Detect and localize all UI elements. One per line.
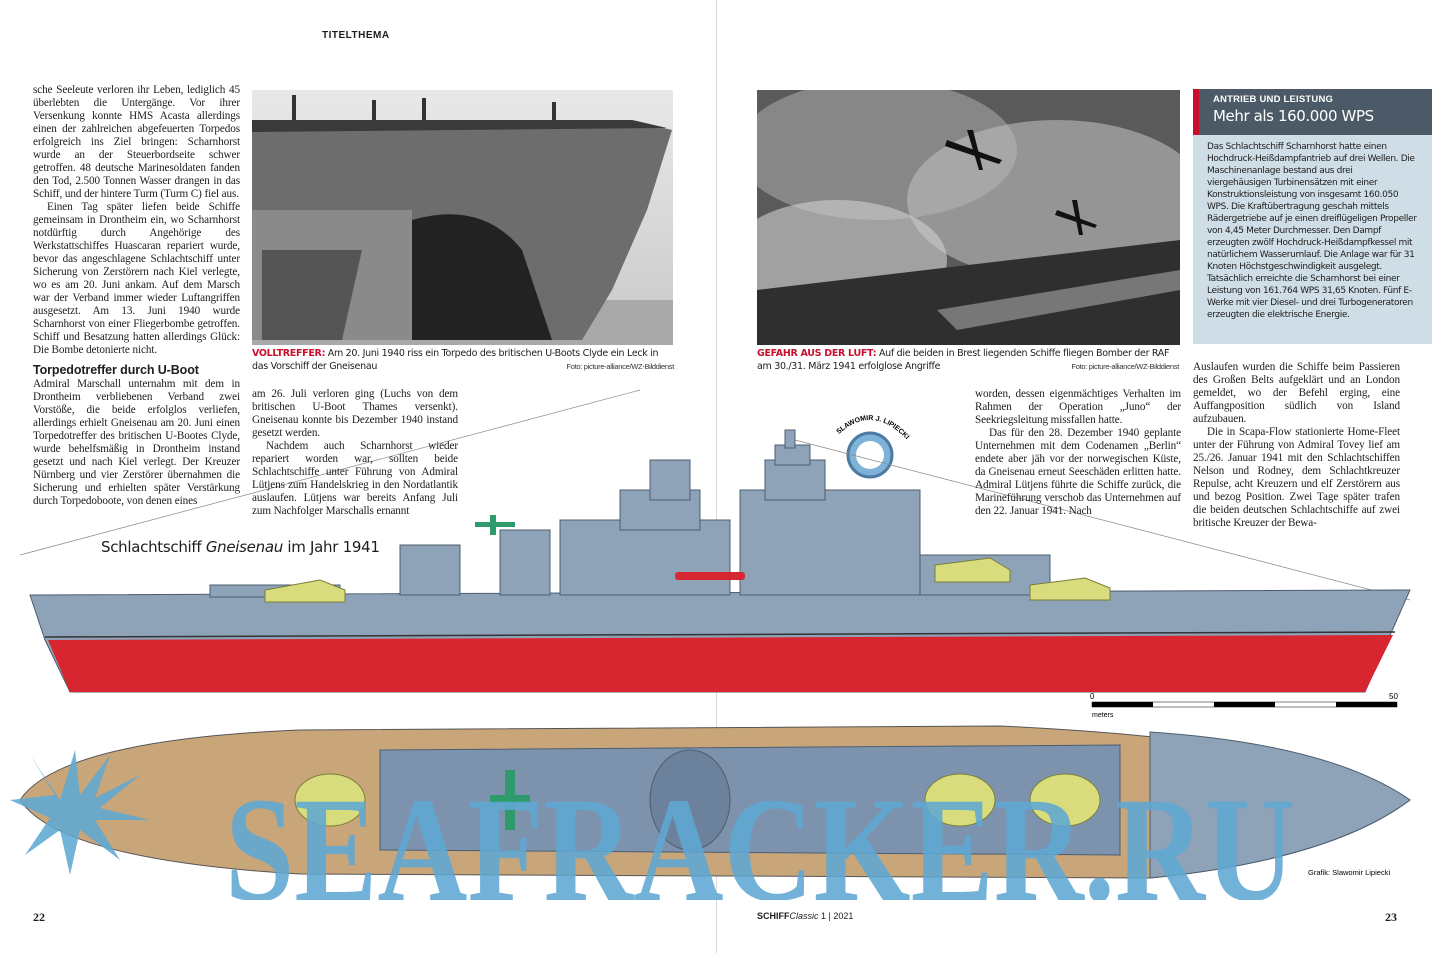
artist-seal: SLAWOMIR J. LIPIECKI xyxy=(835,415,910,479)
paragraph: Nachdem auch Scharnhorst wieder reparier… xyxy=(252,440,458,517)
graphic-caption: Schlachtschiff Gneisenau im Jahr 1941 xyxy=(101,538,380,556)
main-turrets-top xyxy=(294,773,1101,827)
photo-air-raid-brest xyxy=(757,90,1180,345)
info-box-kicker: ANTRIEB UND LEISTUNG xyxy=(1213,94,1334,105)
hull-antifouling xyxy=(48,635,1393,692)
caption-text: Am 20. Juni 1940 riss ein Torpedo des br… xyxy=(252,348,659,372)
ship-side-profile xyxy=(19,389,1411,693)
watermark: SEAFRACKER.RU xyxy=(10,750,1295,900)
photo-damaged-bow xyxy=(252,90,673,345)
photo-caption-2: GEFAHR AUS DER LUFT: Auf die beiden in B… xyxy=(757,348,1179,374)
caption-label: VOLLTREFFER: xyxy=(252,348,326,359)
page-number-left: 22 xyxy=(33,910,45,924)
caption-ship-name: Gneisenau xyxy=(205,538,283,556)
seaplane xyxy=(475,515,515,535)
scale-bar: 0 50 meters xyxy=(1090,692,1398,719)
page-fold xyxy=(716,0,717,953)
paragraph: sche Seeleute verloren ihr Leben, ledigl… xyxy=(33,84,240,200)
paragraph: am 26. Juli verloren ging (Luchs von dem… xyxy=(252,388,458,439)
info-box: ANTRIEB UND LEISTUNG Mehr als 160.000 WP… xyxy=(1193,89,1432,344)
magazine-footer: SCHIFFClassic 1 | 2021 xyxy=(757,911,853,921)
paragraph: Die in Scapa-Flow stationierte Home-Flee… xyxy=(1193,426,1400,529)
main-turrets xyxy=(264,557,1111,603)
paragraph: worden, dessen eigenmächtiges Verhalten … xyxy=(975,388,1181,426)
paragraph: Admiral Marschall unternahm mit dem in D… xyxy=(33,378,240,507)
subheading: Torpedotreffer durch U-Boot xyxy=(33,363,199,377)
photo-credit: Foto: picture-alliance/WZ-Bilddienst xyxy=(1067,362,1179,371)
caption-prefix: Schlachtschiff xyxy=(101,538,206,556)
page-number-right: 23 xyxy=(1385,910,1397,924)
photo-caption-1: VOLLTREFFER: Am 20. Juni 1940 riss ein T… xyxy=(252,348,674,374)
magazine-name-suffix: Classic xyxy=(789,911,819,921)
scale-unit: meters xyxy=(1092,712,1114,719)
info-box-header: ANTRIEB UND LEISTUNG Mehr als 160.000 WP… xyxy=(1193,89,1432,135)
scale-start: 0 xyxy=(1090,692,1095,701)
article-column-3: worden, dessen eigenmächtiges Verhalten … xyxy=(975,388,1181,518)
paragraph: Einen Tag später liefen beide Schiffe ge… xyxy=(33,201,240,356)
photo-credit: Foto: picture-alliance/WZ-Bilddienst xyxy=(562,362,674,371)
caption-label: GEFAHR AUS DER LUFT: xyxy=(757,348,877,359)
article-column-1: sche Seeleute verloren ihr Leben, ledigl… xyxy=(33,84,240,508)
caption-suffix: im Jahr 1941 xyxy=(282,538,380,556)
caption-text: Auf die beiden in Brest liegenden Schiff… xyxy=(757,348,1170,372)
paragraph: Das für den 28. Dezember 1940 geplante U… xyxy=(975,427,1181,517)
article-column-2: am 26. Juli verloren ging (Luchs von dem… xyxy=(252,388,458,518)
paragraph: Auslaufen wurden die Schiffe beim Passie… xyxy=(1193,361,1400,425)
issue: 1 | 2021 xyxy=(818,911,854,921)
graphic-credit: Grafik: Slawomir Lipiecki xyxy=(1308,868,1390,877)
info-box-body: Das Schlachtschiff Scharnhorst hatte ein… xyxy=(1207,142,1417,320)
magazine-name: SCHIFF xyxy=(757,911,790,921)
info-box-title: Mehr als 160.000 WPS xyxy=(1213,107,1374,125)
scale-end: 50 xyxy=(1389,692,1398,701)
ship-top-view xyxy=(19,725,1411,879)
watermark-text: SEAFRACKER.RU xyxy=(225,767,1295,900)
section-kicker: TITELTHEMA xyxy=(322,30,390,41)
ship-illustration: SLAWOMIR J. LIPIECKI 0 50 meters SEAFRAC… xyxy=(10,389,1411,900)
article-column-4: Auslaufen wurden die Schiffe beim Passie… xyxy=(1193,361,1400,530)
